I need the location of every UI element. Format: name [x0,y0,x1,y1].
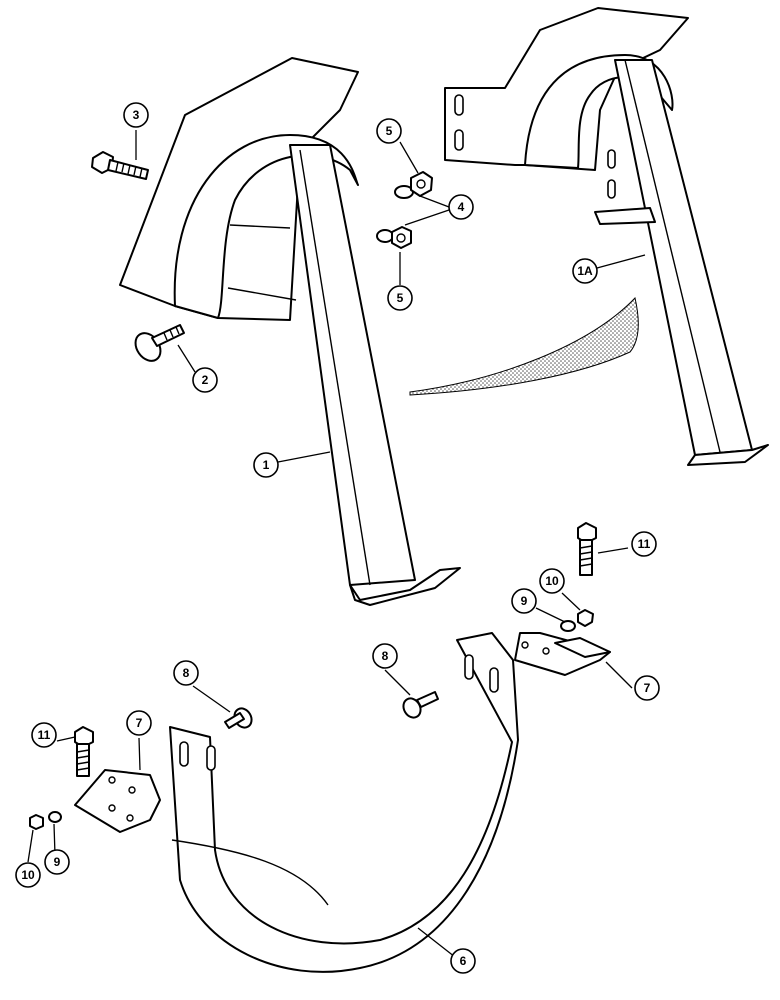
svg-text:10: 10 [545,574,559,588]
strap-6 [169,632,519,973]
carriage-bolt-8-left [224,707,253,729]
callout-6: 6 [450,948,476,974]
callout-9-right: 9 [511,588,537,614]
bracket-left [119,57,461,606]
nut-washer-top [394,171,433,199]
svg-text:6: 6 [460,954,467,968]
svg-text:7: 7 [136,716,143,730]
svg-text:9: 9 [521,594,528,608]
callout-1: 1 [253,452,279,478]
svg-text:9: 9 [54,855,61,869]
callout-11-right: 11 [631,531,657,557]
callout-3: 3 [123,102,149,128]
svg-text:4: 4 [458,200,465,214]
callout-1a: 1A [572,258,598,284]
carriage-bolt-2 [134,324,185,362]
callout-4: 4 [448,194,474,220]
svg-text:11: 11 [638,537,651,551]
callout-7-right: 7 [634,675,660,701]
callout-10-left: 10 [15,862,41,888]
angle-bracket-right [514,632,611,676]
nut-washer-9-10-left [29,811,62,830]
svg-text:5: 5 [397,291,404,305]
angle-bracket-left [74,769,161,833]
svg-text:2: 2 [202,373,209,387]
bolt-11-right [577,522,597,576]
svg-text:5: 5 [386,124,393,138]
bolt-11-left [74,726,94,777]
callout-8-left: 8 [173,660,199,686]
callout-9-left: 9 [44,849,70,875]
svg-text:1: 1 [263,458,270,472]
callout-5-bottom: 5 [387,285,413,311]
svg-text:7: 7 [644,681,651,695]
svg-text:11: 11 [38,728,51,742]
callout-2: 2 [192,367,218,393]
svg-text:8: 8 [183,666,190,680]
callout-8-right: 8 [372,643,398,669]
svg-text:1A: 1A [577,264,593,278]
bolt-3 [91,151,149,180]
fender-shade [409,296,639,396]
leader-lines [27,130,646,958]
callout-5-top: 5 [376,118,402,144]
callout-7-left: 7 [126,710,152,736]
callout-10-right: 10 [539,568,565,594]
svg-text:8: 8 [382,649,389,663]
nut-washer-9-10-right [560,609,594,632]
callout-11-left: 11 [31,722,57,748]
bracket-right [444,7,769,466]
svg-text:10: 10 [21,868,35,882]
svg-text:3: 3 [133,108,140,122]
nut-washer-bottom [376,226,412,249]
carriage-bolt-8-right [402,691,439,719]
